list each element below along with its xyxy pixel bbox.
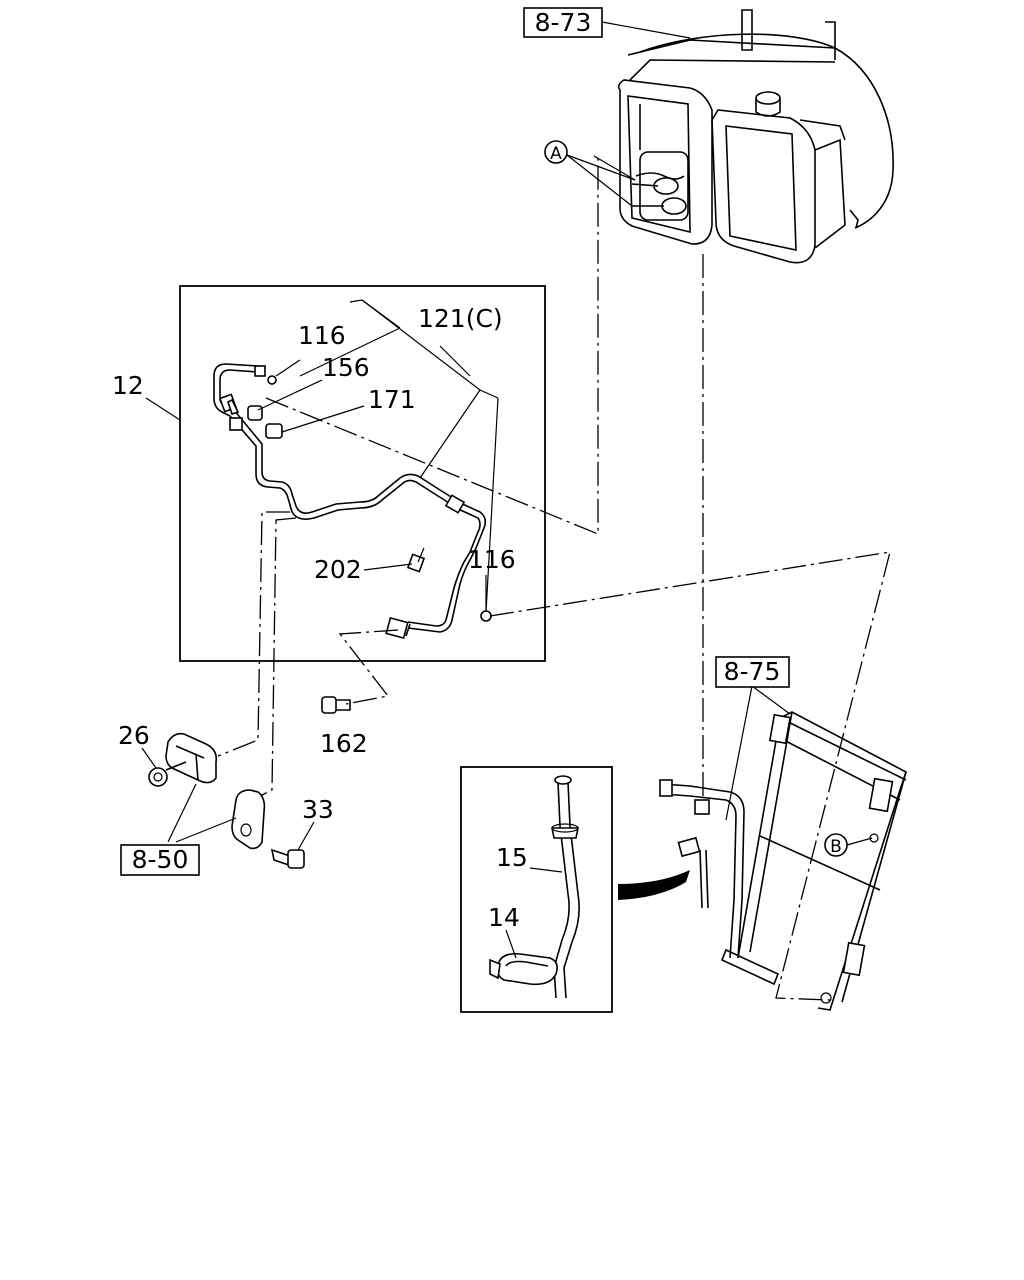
ref-box-8-73 [523,7,603,38]
label-162: 162 [320,729,368,758]
leader-8-50 [167,783,237,843]
pipe-assembly-box [179,285,546,662]
label-116-bottom: 116 [468,545,516,574]
label-121c: 121(C) [418,304,503,333]
nut-26 [148,767,168,787]
ref-box-8-75 [715,656,790,688]
dash-line-162 [338,629,399,705]
callout-a-circle [544,140,568,164]
leader-121c [349,299,481,479]
bracket-upper [165,732,218,784]
callout-a: A [550,144,562,164]
label-171: 171 [368,385,416,414]
label-26: 26 [118,721,150,750]
leader-156 [257,379,323,411]
label-33: 33 [302,795,334,824]
ref-box-8-50 [120,844,200,876]
label-202: 202 [314,555,362,584]
ref-8-50: 8-50 [132,845,189,874]
label-116-top: 116 [298,321,346,350]
dash-line-a [265,155,599,535]
bolt-33 [270,848,305,869]
o-ring-116-top [267,375,277,385]
leader-33 [297,821,315,851]
detail-box [460,766,613,1013]
pipe-15 [551,775,580,999]
callout-b: B [830,837,842,857]
ref-8-75: 8-75 [724,657,781,686]
leader-26 [141,747,157,769]
label-15: 15 [496,843,528,872]
label-156: 156 [322,353,370,382]
leader-12 [145,397,181,421]
o-ring-116-bottom [480,610,492,622]
ref-8-73: 8-73 [535,8,592,37]
leader-116-top [275,359,301,377]
dash-line-26 [217,511,290,757]
label-12: 12 [112,371,144,400]
detail-arrow [618,870,690,900]
pipe-assembly [213,363,487,640]
bracket-lower [231,789,266,850]
leader-b [846,837,873,846]
leader-8-75 [725,685,791,821]
evaporator-unit [617,9,894,264]
leader-14 [505,929,517,959]
leader-202 [363,563,413,571]
leader-171 [281,405,365,433]
bolt-162 [321,696,351,714]
clamp-14 [489,952,558,986]
leader-a [566,154,636,207]
condenser [659,711,907,1011]
cap-171 [265,423,283,439]
dash-line-b [489,551,891,1001]
leader-8-73 [601,21,691,39]
label-14: 14 [488,903,520,932]
cap-156 [247,405,263,421]
leader-15 [529,867,563,873]
dash-line-33 [251,517,297,801]
